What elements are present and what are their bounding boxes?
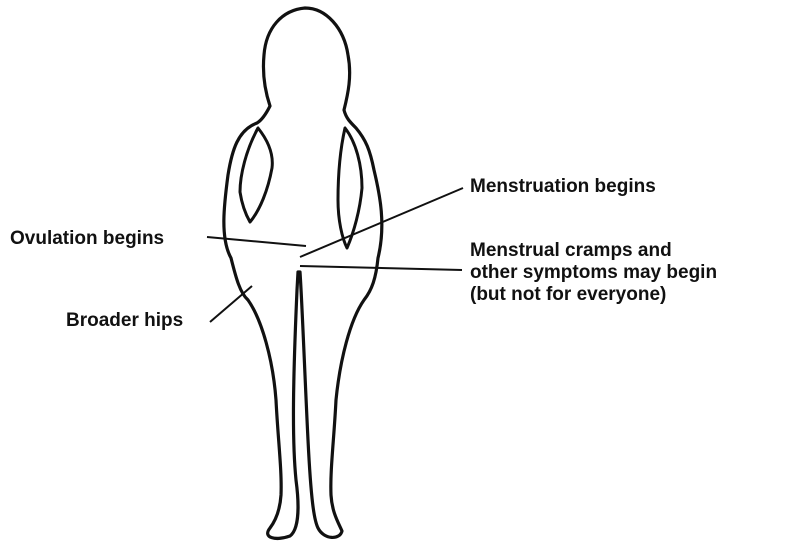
cramps-leader [300,266,462,270]
ovulation-label: Ovulation begins [10,228,164,250]
body-silhouette [224,8,382,538]
ovulation-leader [207,237,306,246]
cramps-label-line-3: (but not for everyone) [470,284,717,306]
right-arm-gap-outline [338,128,362,248]
cramps-label-line-2: other symptoms may begin [470,262,717,284]
left-arm-gap-outline [240,128,272,222]
menstruation-label: Menstruation begins [470,176,656,198]
cramps-label-line-1: Menstrual cramps and [470,240,717,262]
hips-leader [210,286,252,322]
cramps-label: Menstrual cramps and other symptoms may … [470,240,717,306]
hips-label: Broader hips [66,310,183,332]
